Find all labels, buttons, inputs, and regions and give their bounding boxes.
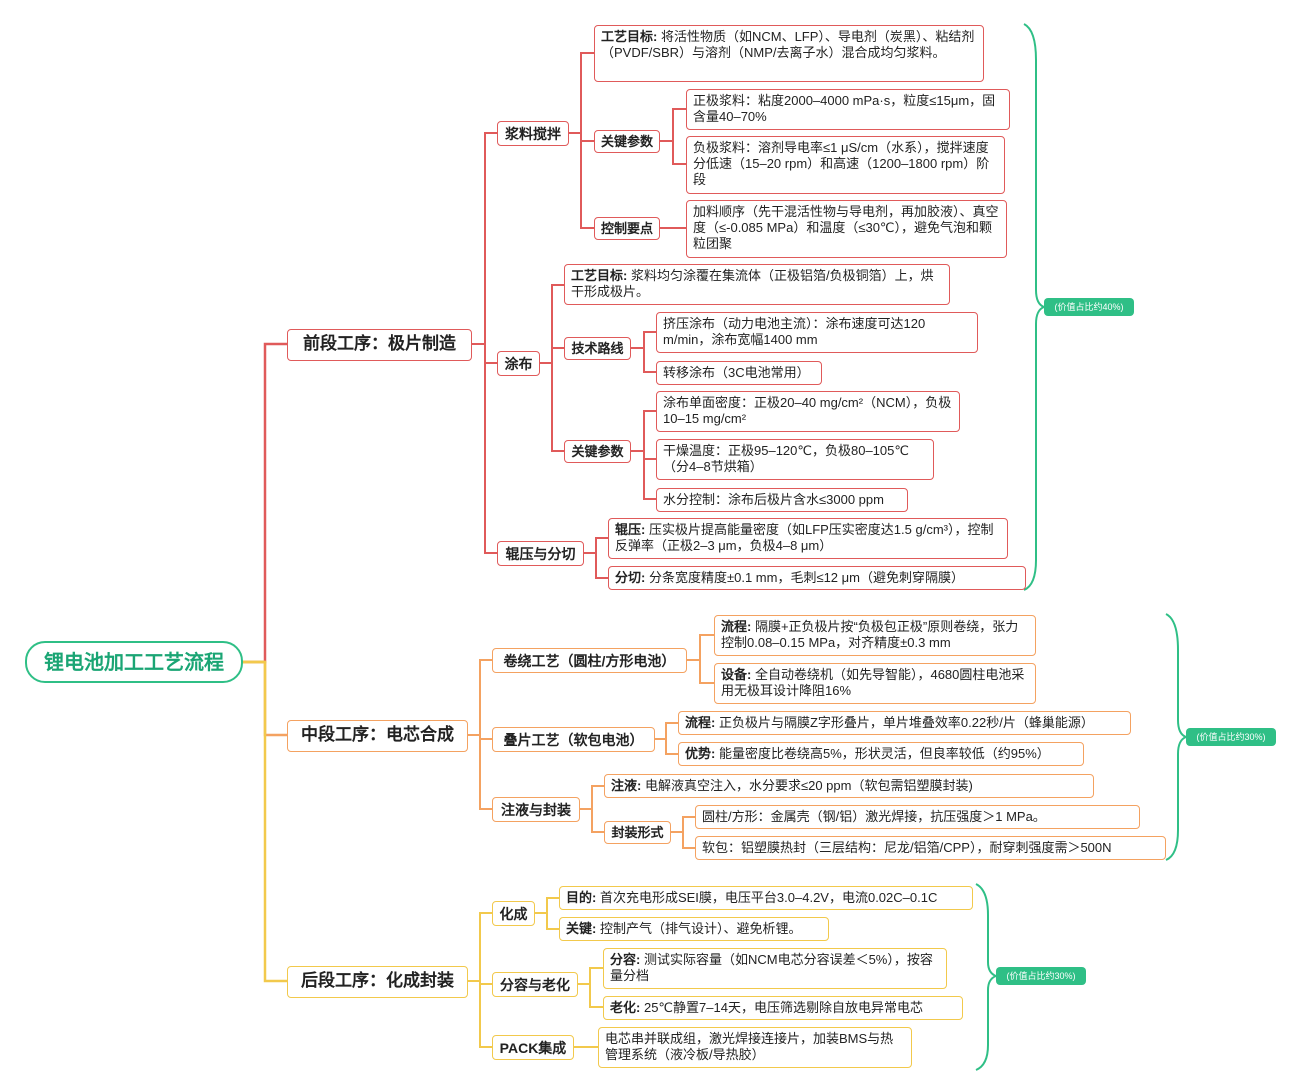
- front-share-badge: (价值占比约40%): [1044, 298, 1134, 316]
- coat-params[interactable]: 关键参数: [564, 440, 631, 463]
- coat-route-transfer[interactable]: 转移涂布（3C电池常用）: [656, 361, 822, 385]
- form-goal-text: 首次充电形成SEI膜，电压平台3.0–4.2V，电流0.02C–0.1C: [599, 890, 938, 905]
- stack-flow-label: 流程:: [685, 715, 716, 730]
- mix-control-text[interactable]: 加料顺序（先干混活性物与导电剂，再加胶液）、真空度（≤-0.085 MPa）和温…: [686, 200, 1007, 258]
- roll-press[interactable]: 辊压: 压实极片提高能量密度（如LFP压实密度达1.5 g/cm³），控制反弹率…: [608, 518, 1008, 559]
- grade-capacity[interactable]: 分容: 测试实际容量（如NCM电芯分容误差＜5%），按容量分档: [603, 948, 947, 989]
- stack-node[interactable]: 叠片工艺（软包电池）: [492, 727, 655, 752]
- form-key-label: 关键:: [566, 921, 597, 936]
- coat-route[interactable]: 技术路线: [564, 337, 631, 360]
- mix-goal-text: 将活性物质（如NCM、LFP）、导电剂（炭黑）、粘结剂（PVDF/SBR）与溶剂…: [601, 29, 975, 60]
- mix-param-negative[interactable]: 负极浆料：溶剂导电率≤1 μS/cm（水系），搅拌速度分低速（15–20 rpm…: [686, 136, 1005, 194]
- section-back[interactable]: 后段工序：化成封装: [287, 966, 468, 998]
- roll-slit-text: 分条宽度精度±0.1 mm，毛刺≤12 μm（避免刺穿隔膜）: [648, 570, 964, 585]
- middle-share-badge: (价值占比约30%): [1186, 728, 1276, 746]
- pack-node[interactable]: PACK集成: [492, 1035, 574, 1060]
- grade-capacity-label: 分容:: [610, 952, 641, 967]
- root-node[interactable]: 锂电池加工工艺流程: [25, 641, 243, 683]
- coat-param-moisture[interactable]: 水分控制：涂布后极片含水≤3000 ppm: [656, 488, 908, 512]
- stack-flow[interactable]: 流程: 正负极片与隔膜Z字形叠片，单片堆叠效率0.22秒/片（蜂巢能源）: [678, 711, 1131, 735]
- coat-param-drying[interactable]: 干燥温度：正极95–120℃，负极80–105℃（分4–8节烘箱）: [656, 439, 934, 480]
- mix-params[interactable]: 关键参数: [594, 130, 660, 153]
- wind-flow[interactable]: 流程: 隔膜+正负极片按“负极包正极”原则卷绕，张力控制0.08–0.15 MP…: [714, 615, 1036, 656]
- wind-node[interactable]: 卷绕工艺（圆柱/方形电池）: [492, 648, 687, 673]
- form-key[interactable]: 关键: 控制产气（排气设计）、避免析锂。: [559, 917, 829, 941]
- roll-node[interactable]: 辊压与分切: [497, 541, 584, 566]
- mix-control[interactable]: 控制要点: [594, 217, 660, 240]
- mix-goal-label: 工艺目标:: [601, 29, 658, 44]
- fill-pack[interactable]: 封装形式: [604, 821, 671, 844]
- stack-flow-text: 正负极片与隔膜Z字形叠片，单片堆叠效率0.22秒/片（蜂巢能源）: [718, 715, 1094, 730]
- coat-goal-text: 浆料均匀涂覆在集流体（正极铝箔/负极铜箔）上，烘干形成极片。: [571, 268, 934, 299]
- fill-pack-pouch[interactable]: 软包：铝塑膜热封（三层结构：尼龙/铝箔/CPP），耐穿刺强度需＞500N: [695, 836, 1166, 860]
- grade-capacity-text: 测试实际容量（如NCM电芯分容误差＜5%），按容量分档: [610, 952, 933, 983]
- coat-node[interactable]: 涂布: [497, 351, 540, 376]
- coat-param-density[interactable]: 涂布单面密度：正极20–40 mg/cm²（NCM），负极10–15 mg/cm…: [656, 391, 960, 432]
- stack-advantage-label: 优势:: [685, 746, 716, 761]
- form-goal-label: 目的:: [566, 890, 597, 905]
- form-goal[interactable]: 目的: 首次充电形成SEI膜，电压平台3.0–4.2V，电流0.02C–0.1C: [559, 886, 973, 910]
- form-key-text: 控制产气（排气设计）、避免析锂。: [599, 921, 802, 936]
- coat-goal-label: 工艺目标:: [571, 268, 628, 283]
- fill-inject[interactable]: 注液: 电解液真空注入，水分要求≤20 ppm（软包需铝塑膜封装): [604, 774, 1094, 798]
- coat-goal[interactable]: 工艺目标: 浆料均匀涂覆在集流体（正极铝箔/负极铜箔）上，烘干形成极片。: [564, 264, 950, 305]
- wind-flow-text: 隔膜+正负极片按“负极包正极”原则卷绕，张力控制0.08–0.15 MPa，对齐…: [721, 619, 1019, 650]
- wind-flow-label: 流程:: [721, 619, 752, 634]
- section-front[interactable]: 前段工序：极片制造: [287, 329, 472, 361]
- grade-aging-label: 老化:: [610, 1000, 641, 1015]
- fill-inject-label: 注液:: [611, 778, 642, 793]
- fill-pack-cylinder[interactable]: 圆柱/方形：金属壳（钢/铝）激光焊接，抗压强度＞1 MPa。: [695, 805, 1140, 829]
- roll-slit[interactable]: 分切: 分条宽度精度±0.1 mm，毛刺≤12 μm（避免刺穿隔膜）: [608, 566, 1026, 590]
- back-share-badge: (价值占比约30%): [996, 967, 1086, 985]
- wind-equip[interactable]: 设备: 全自动卷绕机（如先导智能），4680圆柱电池采用无极耳设计降阻16%: [714, 663, 1036, 704]
- grade-aging-text: 25℃静置7–14天，电压筛选剔除自放电异常电芯: [643, 1000, 923, 1015]
- stack-advantage-text: 能量密度比卷绕高5%，形状灵活，但良率较低（约95%）: [718, 746, 1050, 761]
- fill-node[interactable]: 注液与封装: [492, 797, 580, 822]
- mix-goal[interactable]: 工艺目标: 将活性物质（如NCM、LFP）、导电剂（炭黑）、粘结剂（PVDF/S…: [594, 25, 984, 82]
- roll-slit-label: 分切:: [615, 570, 646, 585]
- stack-advantage[interactable]: 优势: 能量密度比卷绕高5%，形状灵活，但良率较低（约95%）: [678, 742, 1084, 766]
- form-node[interactable]: 化成: [492, 901, 535, 926]
- roll-press-label: 辊压:: [615, 522, 646, 537]
- fill-inject-text: 电解液真空注入，水分要求≤20 ppm（软包需铝塑膜封装): [644, 778, 973, 793]
- wind-equip-text: 全自动卷绕机（如先导智能），4680圆柱电池采用无极耳设计降阻16%: [721, 667, 1025, 698]
- grade-node[interactable]: 分容与老化: [492, 972, 578, 997]
- coat-route-extrusion[interactable]: 挤压涂布（动力电池主流）：涂布速度可达120 m/min，涂布宽幅1400 mm: [656, 312, 978, 353]
- section-middle[interactable]: 中段工序：电芯合成: [287, 720, 468, 752]
- mix-node[interactable]: 浆料搅拌: [497, 121, 569, 146]
- roll-press-text: 压实极片提高能量密度（如LFP压实密度达1.5 g/cm³），控制反弹率（正极2…: [615, 522, 994, 553]
- wind-equip-label: 设备:: [721, 667, 752, 682]
- grade-aging[interactable]: 老化: 25℃静置7–14天，电压筛选剔除自放电异常电芯: [603, 996, 963, 1020]
- mix-param-positive[interactable]: 正极浆料：粘度2000–4000 mPa·s，粒度≤15μm，固含量40–70%: [686, 89, 1010, 130]
- pack-text[interactable]: 电芯串并联成组，激光焊接连接片，加装BMS与热管理系统（液冷板/导热胶）: [598, 1027, 912, 1068]
